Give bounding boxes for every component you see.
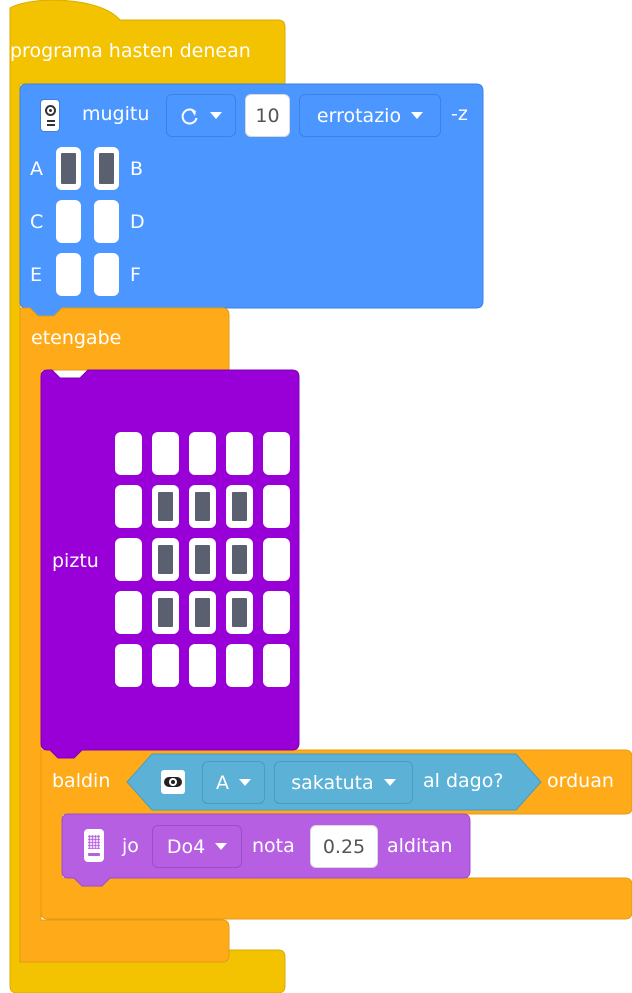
servo-motor-icon [40, 99, 60, 132]
light-label: piztu [52, 550, 99, 572]
unit-dropdown-label: errotazio [316, 104, 402, 127]
port-f-toggle[interactable] [94, 253, 119, 296]
rotation-amount-input[interactable]: 10 [245, 94, 290, 137]
direction-dropdown[interactable] [166, 94, 236, 137]
chevron-down-icon [411, 112, 424, 119]
led-0-3[interactable] [226, 432, 253, 475]
led-1-3[interactable] [226, 485, 253, 528]
chevron-down-icon [215, 843, 228, 850]
port-e-label: E [30, 264, 43, 286]
port-d-toggle[interactable] [94, 200, 119, 243]
button-select-label: A [216, 771, 229, 794]
led-1-0[interactable] [115, 485, 142, 528]
port-a-label: A [30, 158, 43, 180]
led-2-4[interactable] [263, 538, 290, 581]
led-3-0[interactable] [115, 591, 142, 634]
condition-suffix: al dago? [423, 770, 504, 792]
when-program-starts-label: programa hasten denean [10, 40, 251, 62]
led-0-4[interactable] [263, 432, 290, 475]
led-3-4[interactable] [263, 591, 290, 634]
led-4-0[interactable] [115, 644, 142, 687]
move-suffix: -z [451, 103, 468, 125]
led-3-1[interactable] [152, 591, 179, 634]
port-b-toggle[interactable] [94, 147, 119, 190]
led-0-2[interactable] [189, 432, 216, 475]
led-2-2[interactable] [189, 538, 216, 581]
port-b-label: B [130, 158, 144, 180]
chevron-down-icon [383, 779, 396, 786]
button-state-dropdown[interactable]: sakatuta [274, 761, 413, 804]
led-4-4[interactable] [263, 644, 290, 687]
led-2-1[interactable] [152, 538, 179, 581]
then-label: orduan [547, 770, 614, 792]
led-0-0[interactable] [115, 432, 142, 475]
led-0-1[interactable] [152, 432, 179, 475]
button-state-label: sakatuta [291, 771, 374, 794]
duration-suffix: alditan [387, 835, 453, 857]
microbit-board-icon [84, 829, 104, 862]
button-icon [161, 770, 185, 794]
led-3-3[interactable] [226, 591, 253, 634]
note-dropdown-label: Do4 [166, 835, 206, 858]
port-f-label: F [130, 264, 141, 286]
clockwise-rotate-icon [181, 108, 198, 124]
led-4-2[interactable] [189, 644, 216, 687]
port-c-toggle[interactable] [56, 200, 81, 243]
if-label: baldin [52, 770, 111, 792]
led-2-0[interactable] [115, 538, 142, 581]
button-select-dropdown[interactable]: A [202, 761, 265, 804]
led-1-2[interactable] [189, 485, 216, 528]
unit-dropdown[interactable]: errotazio [299, 94, 441, 137]
port-a-toggle[interactable] [56, 147, 81, 190]
note-dropdown[interactable]: Do4 [152, 825, 242, 868]
forever-label: etengabe [31, 327, 122, 349]
port-d-label: D [130, 211, 145, 233]
led-4-1[interactable] [152, 644, 179, 687]
led-1-4[interactable] [263, 485, 290, 528]
led-3-2[interactable] [189, 591, 216, 634]
note-label: nota [252, 835, 295, 857]
chevron-down-icon [210, 112, 222, 119]
port-c-label: C [30, 211, 44, 233]
led-4-3[interactable] [226, 644, 253, 687]
chevron-down-icon [239, 779, 251, 786]
led-2-3[interactable] [226, 538, 253, 581]
play-label: jo [122, 835, 139, 857]
duration-input[interactable]: 0.25 [310, 825, 378, 868]
led-1-1[interactable] [152, 485, 179, 528]
move-label: mugitu [82, 103, 150, 125]
port-e-toggle[interactable] [56, 253, 81, 296]
